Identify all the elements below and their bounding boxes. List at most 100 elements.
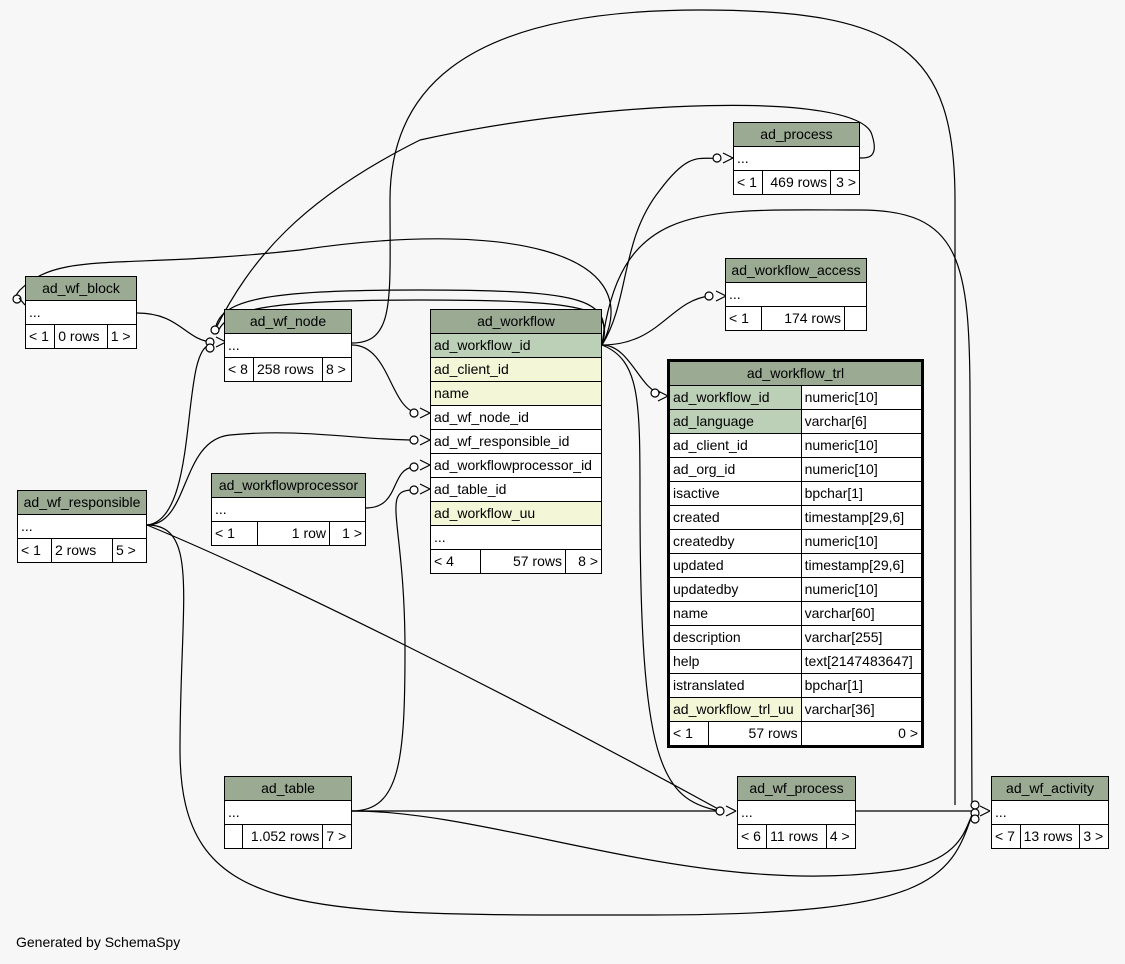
edge-end-circle <box>704 291 714 301</box>
children-count[interactable]: 1 > <box>106 324 138 349</box>
crowfoot <box>979 805 991 817</box>
table-title: ad_wf_node <box>224 309 352 334</box>
column-name: ad_language <box>668 409 802 434</box>
column-type: timestamp[29,6] <box>800 505 924 530</box>
edge-processor-workflow <box>365 466 414 509</box>
children-count[interactable]: 8 > <box>321 357 353 382</box>
children-count[interactable]: 3 > <box>1079 824 1109 849</box>
table-body: ... <box>733 146 860 171</box>
column-name: name <box>668 601 802 626</box>
table-ad-table[interactable]: ad_table ... 1.052 rows 7 > <box>224 776 352 849</box>
table-ad-workflow-access[interactable]: ad_workflow_access ... < 1 174 rows <box>725 258 867 331</box>
row-count: 1.052 rows <box>241 824 324 849</box>
parents-count[interactable]: < 1 <box>733 170 763 195</box>
column-name: isactive <box>668 481 802 506</box>
table-body: ... <box>737 800 856 825</box>
column-ad-workflow-uu: ad_workflow_uu <box>430 501 602 526</box>
parents-count[interactable]: < 6 <box>736 824 768 849</box>
column-name: created <box>668 505 802 530</box>
table-ad-wf-activity[interactable]: ad_wf_activity ... < 7 13 rows 3 > <box>991 776 1109 849</box>
column-type: bpchar[1] <box>800 481 924 506</box>
parents-count[interactable]: < 7 <box>991 824 1021 849</box>
column-ad-wf-node-id: ad_wf_node_id <box>430 405 602 430</box>
children-count[interactable]: 4 > <box>825 824 857 849</box>
table-ad-wf-node[interactable]: ad_wf_node ... < 8 258 rows 8 > <box>223 309 353 382</box>
table-ad-workflow[interactable]: ad_workflow ad_workflow_id ad_client_id … <box>430 309 602 574</box>
row-count: 1 row <box>257 521 330 546</box>
column-name: description <box>668 625 802 650</box>
children-count[interactable]: 3 > <box>830 170 860 195</box>
table-ad-wf-responsible[interactable]: ad_wf_responsible ... < 1 2 rows 5 > <box>17 490 148 563</box>
edge-responsible-wfnode <box>146 344 211 526</box>
edge-responsible-workflow <box>146 432 414 526</box>
column-ad-table-id: ad_table_id <box>430 477 602 502</box>
crowfoot <box>419 407 431 419</box>
table-title: ad_process <box>733 122 860 147</box>
children-count[interactable]: 0 > <box>800 721 924 747</box>
edge-process-wfnode <box>214 104 875 331</box>
column-name: ad_org_id <box>668 457 802 482</box>
column-type: varchar[36] <box>800 697 924 722</box>
column-name: ad_client_id <box>668 433 802 458</box>
column-type: numeric[10] <box>800 457 924 482</box>
generator-credit: Generated by SchemaSpy <box>16 934 181 950</box>
crowfoot <box>722 152 734 164</box>
row-count: 2 rows <box>50 538 113 563</box>
table-title: ad_workflow_access <box>725 258 867 283</box>
edge-wfnode-workflow <box>351 344 419 414</box>
table-ad-wf-process[interactable]: ad_wf_process ... < 6 11 rows 4 > <box>736 776 857 849</box>
children-count[interactable]: 8 > <box>565 549 602 574</box>
parents-count[interactable]: < 1 <box>24 324 56 349</box>
edge-end-circle <box>409 435 419 445</box>
table-body: ... <box>211 497 366 522</box>
table-title: ad_workflow_trl <box>668 360 923 386</box>
edge-responsible-wfprocess <box>146 524 721 811</box>
edge-workflow-activity <box>601 209 973 806</box>
edge-end-circle <box>409 485 419 495</box>
crowfoot <box>725 805 737 817</box>
parents-count[interactable]: < 8 <box>223 357 255 382</box>
parents-count[interactable]: < 1 <box>17 538 52 563</box>
parents-count[interactable]: < 1 <box>211 521 258 546</box>
parents-count[interactable]: < 1 <box>725 306 762 331</box>
edge-end-circle <box>409 408 419 418</box>
crowfoot <box>419 483 431 495</box>
row-count: 57 rows <box>708 721 802 747</box>
table-body: ... <box>991 800 1109 825</box>
row-count: 11 rows <box>766 824 827 849</box>
column-name: name <box>430 381 602 406</box>
children-count[interactable]: 7 > <box>322 824 352 849</box>
row-count: 57 rows <box>480 549 566 574</box>
parents-count[interactable]: < 1 <box>668 721 709 747</box>
column-name: createdby <box>668 529 802 554</box>
table-title: ad_wf_block <box>25 276 137 301</box>
column-type: numeric[10] <box>800 385 924 410</box>
edge-table-activity <box>351 810 973 877</box>
crowfoot <box>715 290 727 302</box>
parents-count[interactable]: < 4 <box>430 549 481 574</box>
table-body: ... <box>725 282 867 307</box>
table-ad-process[interactable]: ad_process ... < 1 469 rows 3 > <box>733 122 860 195</box>
table-title: ad_workflowprocessor <box>211 473 366 498</box>
children-count[interactable]: 5 > <box>111 538 148 563</box>
row-count: 13 rows <box>1019 824 1081 849</box>
parents-count[interactable] <box>224 824 243 849</box>
children-count[interactable] <box>844 306 867 331</box>
edge-workflow-trl <box>601 344 661 394</box>
edge-end-circle <box>970 814 980 824</box>
table-ad-wf-block[interactable]: ad_wf_block ... < 1 0 rows 1 > <box>24 276 138 349</box>
column-name: help <box>668 649 802 674</box>
column-type: text[2147483647] <box>800 649 924 674</box>
column-type: numeric[10] <box>800 433 924 458</box>
column-type: numeric[10] <box>800 529 924 554</box>
column-name: updated <box>668 553 802 578</box>
column-type: numeric[10] <box>800 577 924 602</box>
table-ad-workflowprocessor[interactable]: ad_workflowprocessor ... < 1 1 row 1 > <box>211 473 366 546</box>
column-name: ad_workflow_id <box>668 385 802 410</box>
children-count[interactable]: 1 > <box>329 521 366 546</box>
column-type: varchar[255] <box>800 625 924 650</box>
column-type: varchar[60] <box>800 601 924 626</box>
edge-end-circle <box>970 800 980 810</box>
table-body: ... <box>224 800 352 825</box>
